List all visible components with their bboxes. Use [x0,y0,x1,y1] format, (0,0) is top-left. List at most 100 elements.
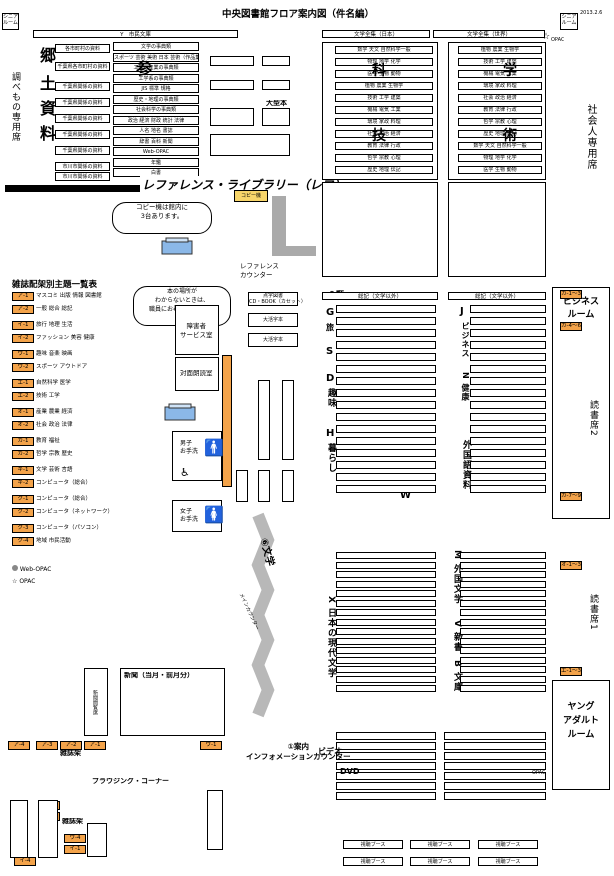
fiction-shelf-row-right[interactable] [460,580,546,588]
center-shelf-row-right[interactable]: 医学 生物 動物 [458,166,542,174]
fiction-shelf-row[interactable] [336,637,436,645]
av-booth[interactable]: 視聴ブース [478,857,538,866]
reference-shelf-row[interactable]: 工学系の事典類 [113,73,199,83]
reading-table-2[interactable] [262,56,290,66]
main-counter[interactable] [238,510,318,740]
fiction-shelf-row-right[interactable] [460,685,546,692]
reading-table-6[interactable] [262,108,290,126]
magazine-rack-box-1[interactable] [10,800,28,858]
av-shelf-row-right[interactable] [444,772,546,780]
lower-shelf-row[interactable] [336,425,436,433]
av-shelf-row-right[interactable] [444,792,546,800]
braille-shelf[interactable]: 点字図書 CD・BOOK（カセット） [248,292,306,306]
av-shelf-row-right[interactable] [444,782,546,790]
left-shelf-row[interactable]: 市川市関係の資料 [55,172,110,181]
av-shelf-row[interactable] [336,782,436,790]
center-shelf-row-right[interactable]: 哲学 宗教 心理 [458,118,542,126]
shelf-general-1[interactable]: 総記（文学以外） [322,292,438,300]
lower-shelf-row[interactable] [336,473,436,481]
reference-shelf-row[interactable]: 歴史・地理の事典類 [113,94,199,104]
fiction-shelf-row[interactable] [336,552,436,559]
senior-room-right[interactable]: シニア ルーム [560,13,578,30]
fiction-shelf-row-right[interactable] [460,552,546,559]
lower-shelf-row[interactable] [336,329,436,337]
shelf-general-2[interactable]: 総記（文学以外） [448,292,546,300]
fiction-shelf-row[interactable] [336,590,436,597]
center-shelf-row-right[interactable]: 社会 政治 経済 [458,94,542,102]
center-shelf-row-right[interactable]: 植物 農業 生物学 [458,46,542,54]
fiction-shelf-row-right[interactable] [460,637,546,645]
av-booth-column-4[interactable] [258,380,270,460]
shelf-literature-japan[interactable]: 文学全集（日本） [322,30,430,38]
fiction-shelf-row-right[interactable] [460,599,546,607]
lower-shelf-row-right[interactable] [470,449,546,457]
center-shelf-row-right[interactable]: 歴史 地理 伝記 [458,130,542,138]
newspaper-area[interactable] [120,668,225,736]
lower-shelf-row-right[interactable] [470,425,546,433]
av-shelf-row[interactable] [336,772,436,780]
av-booth-column-5[interactable] [282,380,294,460]
shelf-literature-world[interactable]: 文学全集（世界） [433,30,545,38]
lower-shelf-row[interactable] [336,305,436,313]
left-shelf-row[interactable]: 千葉県関係の資料 [55,98,110,107]
fiction-shelf-row-right[interactable] [460,628,546,635]
lower-shelf-row[interactable] [336,437,436,445]
center-shelf-row[interactable]: 技術 工学 建築 [335,94,433,102]
magazine-rack-box-2[interactable] [38,800,58,858]
lower-shelf-row-right[interactable] [470,437,546,445]
fiction-shelf-row[interactable] [336,656,436,664]
fiction-shelf-row[interactable] [336,609,436,616]
reading-table-7[interactable] [210,134,290,156]
center-shelf-row[interactable]: 教育 法律 行政 [335,142,433,150]
fiction-shelf-row-right[interactable] [460,675,546,683]
center-shelf-row[interactable]: 医学 生物 動物 [335,70,433,78]
center-shelf-row-right[interactable]: 教育 法律 行政 [458,106,542,114]
av-shelf-row-right[interactable] [444,742,546,750]
center-shelf-row[interactable]: 機械 電気 工業 [335,106,433,114]
lower-shelf-row[interactable] [336,377,436,385]
left-shelf-row[interactable]: 千葉県関係の資料 [55,114,110,123]
reference-shelf-row[interactable]: 文学の事典類 [113,42,199,51]
fiction-shelf-row[interactable] [336,666,436,673]
av-shelf-row[interactable] [336,742,436,750]
fiction-shelf-row-right[interactable] [460,656,546,664]
av-shelf-row-right[interactable] [444,762,546,770]
fiction-shelf-row[interactable] [336,571,436,578]
lower-shelf-row[interactable] [336,413,436,421]
newspaper-rack-left[interactable] [84,668,108,736]
av-booth[interactable]: 視聴ブース [410,857,470,866]
fiction-shelf-row[interactable] [336,599,436,607]
lower-shelf-row[interactable] [336,353,436,361]
fiction-shelf-row-right[interactable] [460,666,546,673]
lower-shelf-row[interactable] [336,341,436,349]
accessibility-room[interactable] [175,305,219,355]
lower-shelf-row-right[interactable] [470,377,546,385]
reading-table-3[interactable] [210,80,254,90]
reference-shelf-row[interactable]: 社会科学の事典類 [113,105,199,114]
av-booth-column[interactable] [236,470,248,502]
fiction-shelf-row[interactable] [336,618,436,626]
lower-shelf-row-right[interactable] [470,353,546,361]
av-booth-column-2[interactable] [258,470,270,502]
av-shelf-row-right[interactable] [444,752,546,760]
reading-table-5[interactable] [210,108,254,126]
fiction-shelf-row[interactable] [336,580,436,588]
large-print-shelf-2[interactable]: 大活字本 [248,333,298,347]
left-shelf-row[interactable]: 千葉県関係の資料 [55,82,110,91]
lower-shelf-row-right[interactable] [470,389,546,397]
reference-shelf-row[interactable]: 年鑑 [113,157,199,167]
av-booth[interactable]: 視聴ブース [478,840,538,849]
fiction-shelf-row-right[interactable] [460,647,546,654]
fiction-shelf-row-right[interactable] [460,590,546,597]
male-toilet[interactable] [172,431,222,481]
reference-counter-l[interactable] [272,196,286,256]
left-shelf-row[interactable]: 千葉県関係の資料 [55,146,110,155]
fiction-shelf-row-right[interactable] [460,571,546,578]
fiction-shelf-row-right[interactable] [460,609,546,616]
lower-shelf-row[interactable] [336,317,436,325]
fiction-shelf-row[interactable] [336,628,436,635]
av-shelf-row[interactable] [336,732,436,740]
lower-shelf-row-right[interactable] [470,365,546,373]
center-shelf-row-right[interactable]: 機械 電気 工業 [458,70,542,78]
av-shelf-row[interactable] [336,752,436,760]
